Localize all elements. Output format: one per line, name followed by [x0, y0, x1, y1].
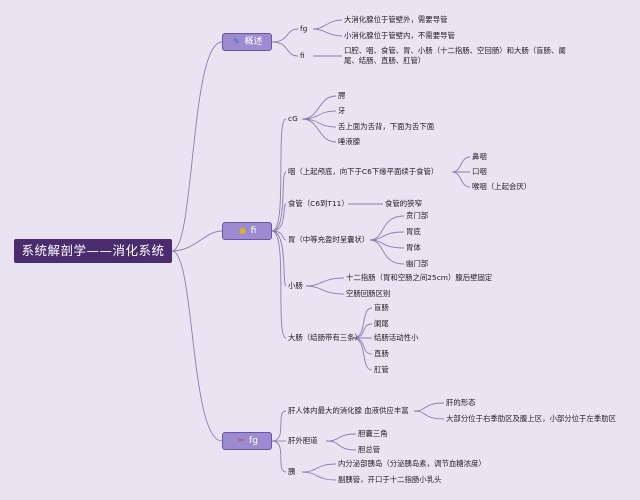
stomach-item-4[interactable]: 幽门部: [406, 259, 429, 268]
pancreas-node[interactable]: 胰: [288, 467, 296, 476]
overview-fi[interactable]: fi: [300, 51, 305, 60]
main-topic-fi[interactable]: ●fi: [222, 222, 272, 240]
main-topic-fg-label: fg: [249, 436, 258, 446]
large-intestine-item-4[interactable]: 直肠: [374, 349, 389, 358]
brush-icon: ✎: [233, 37, 240, 46]
overview-fg[interactable]: fg: [300, 24, 308, 33]
cg-item-4[interactable]: 唾液腺: [338, 137, 361, 146]
cg-item-2[interactable]: 牙: [338, 106, 346, 115]
main-topic-overview[interactable]: ✎ 概述: [222, 33, 272, 51]
small-intestine-item-2[interactable]: 空肠回肠区别: [346, 289, 391, 298]
esophagus-node[interactable]: 食管（C6到T11）: [288, 199, 349, 208]
overview-fg-item-2[interactable]: 小消化腺位于管壁内，不需要导管: [344, 31, 455, 40]
root-topic[interactable]: 系统解剖学——消化系统: [14, 239, 172, 263]
main-topic-fi-label: fi: [250, 226, 257, 236]
biliary-node[interactable]: 肝外胆道: [288, 436, 318, 445]
liver-item-2[interactable]: 大部分位于右季肋区及腹上区，小部分位于左季肋区: [446, 414, 616, 423]
large-intestine-item-1[interactable]: 盲肠: [374, 303, 389, 312]
pancreas-item-1[interactable]: 内分泌部胰岛（分泌胰岛素，调节血糖浓度）: [338, 459, 486, 468]
stomach-item-3[interactable]: 胃体: [406, 243, 421, 252]
large-intestine-item-5[interactable]: 肛管: [374, 365, 389, 374]
liver-item-1[interactable]: 肝的形态: [446, 398, 476, 407]
pharynx-item-2[interactable]: 口咽: [472, 167, 487, 176]
small-intestine-node[interactable]: 小肠: [288, 281, 303, 290]
tools-icon: ✂: [237, 436, 245, 445]
liver-node[interactable]: 肝人体内最大的消化腺 血液供应丰富: [288, 406, 409, 415]
cg-node[interactable]: cG: [288, 114, 298, 123]
lightbulb-icon: ●: [239, 226, 247, 235]
cg-item-1[interactable]: 腭: [338, 91, 346, 100]
pharynx-item-3[interactable]: 喉咽（上起会厌）: [472, 182, 532, 191]
large-intestine-node[interactable]: 大肠（结肠带有三条）: [288, 333, 362, 342]
main-topic-fg[interactable]: ✂ fg: [222, 432, 272, 450]
large-intestine-item-2[interactable]: 阑尾: [374, 319, 389, 328]
main-topic-overview-label: 概述: [244, 37, 263, 47]
overview-fi-text[interactable]: 口腔、咽、食管、胃、小肠（十二指肠、空回肠）和大肠（盲肠、阑尾、结肠、直肠、肛管…: [344, 46, 566, 65]
overview-fg-item-1[interactable]: 大消化腺位于管壁外，需要导管: [344, 15, 448, 24]
stomach-item-2[interactable]: 胃底: [406, 227, 421, 236]
biliary-item-2[interactable]: 胆总管: [358, 445, 381, 454]
cg-item-3[interactable]: 舌上面为舌背，下面为舌下面: [338, 122, 435, 131]
large-intestine-item-3[interactable]: 结肠活动性小: [374, 333, 419, 342]
stomach-node[interactable]: 胃（中等充盈时呈囊状）: [288, 235, 370, 244]
esophagus-item[interactable]: 食管的狭窄: [385, 199, 422, 208]
pancreas-item-2[interactable]: 副胰管，开口于十二指肠小乳头: [338, 475, 442, 484]
pharynx-node[interactable]: 咽（上起颅底，向下于C6下缘平面续于食管）: [288, 167, 439, 176]
biliary-item-1[interactable]: 胆囊三角: [358, 429, 388, 438]
small-intestine-item-1[interactable]: 十二指肠（胃和空肠之间25cm）腹后壁固定: [346, 273, 493, 282]
pharynx-item-1[interactable]: 鼻咽: [472, 152, 487, 161]
stomach-item-1[interactable]: 贲门部: [406, 211, 429, 220]
